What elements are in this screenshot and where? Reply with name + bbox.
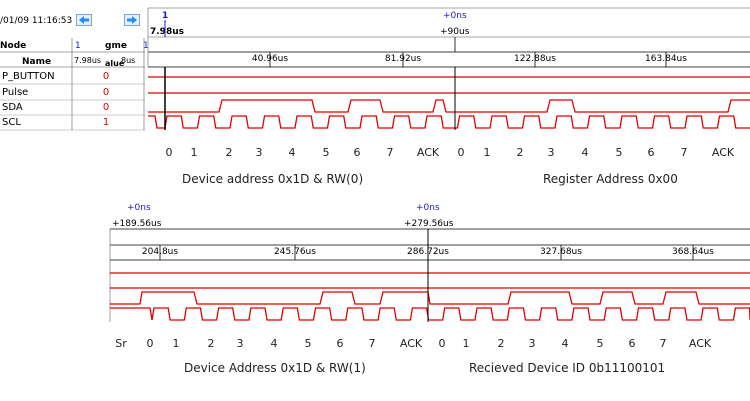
bit-label: 1 [483,146,491,159]
signal-name[interactable]: SCL [2,117,21,128]
cursor-a-time: +189.56us [112,219,162,229]
bit-label: 1 [462,337,470,350]
bit-label: 7 [368,337,376,350]
caption-device-address-read: Device Address 0x1D & RW(1) [184,361,366,375]
caption-register-address: Register Address 0x00 [543,172,678,186]
bit-label: 4 [581,146,589,159]
bit-label: 3 [255,146,263,159]
sub-right-time: 8us [121,56,136,65]
cursor-a-offset: +0ns [127,203,151,213]
sub-left-time: 7.98us [74,56,102,65]
time-tick-label: 122.88us [514,54,556,64]
node-column-header: Node [0,41,27,51]
capture-timestamp: /01/09 11:16:53 [0,16,73,26]
arrow-right-icon[interactable] [122,13,142,27]
bit-label: ACK [399,337,423,350]
sda-trace [148,99,750,113]
bit-label: 5 [304,337,312,350]
bit-label: Sr [115,337,127,350]
marker-label: 1 [162,11,169,21]
bit-label: 6 [647,146,655,159]
time-tick-label: 245.76us [274,247,316,257]
bit-label: 6 [336,337,344,350]
value-column-header: alue [105,59,125,68]
bit-label: 0 [457,146,465,159]
bit-label: 5 [615,146,623,159]
bit-label: ACK [688,337,712,350]
caption-device-address-write: Device address 0x1D & RW(0) [182,172,364,186]
signal-value: 0 [102,102,110,113]
bit-label: 2 [207,337,215,350]
bit-label: 0 [438,337,446,350]
marker-time: 7.98us [150,27,184,37]
bit-label: 7 [680,146,688,159]
signal-name[interactable]: Pulse [2,87,29,98]
time-tick-label: 327.68us [540,247,582,257]
name-column-header: Name [22,57,52,67]
gme-column-header: gme [105,41,127,51]
bit-label: 2 [497,337,505,350]
column-one-header: 1 [75,41,81,51]
arrow-left-icon[interactable] [74,13,94,27]
time-tick-label: 286.72us [407,247,449,257]
cursor-time: +90us [440,27,470,37]
scl-trace-2 [110,307,750,321]
time-tick-label: 368.64us [672,247,714,257]
bit-label: 1 [172,337,180,350]
bit-label: 5 [596,337,604,350]
bit-label: 3 [236,337,244,350]
bit-label: ACK [416,146,440,159]
bit-label: 3 [547,146,555,159]
bit-label: 4 [288,146,296,159]
bit-label: 6 [628,337,636,350]
scl-trace [148,115,750,129]
signal-value: 0 [102,87,110,98]
bit-label: 7 [659,337,667,350]
bit-label: 0 [146,337,154,350]
cursor-b-offset: +0ns [416,203,440,213]
bit-label: 4 [270,337,278,350]
bit-label: 5 [322,146,330,159]
signal-name[interactable]: P_BUTTON [2,71,55,82]
signal-value: 0 [102,71,110,82]
time-tick-label: 204.8us [141,247,179,257]
bit-label: 7 [386,146,394,159]
sda-trace-2 [110,291,750,305]
bit-label: 2 [516,146,524,159]
time-tick-label: 81.92us [384,54,422,64]
bit-label: 1 [190,146,198,159]
bit-label: 6 [353,146,361,159]
cursor-b-time: +279.56us [404,219,454,229]
time-tick-label: 40.96us [251,54,289,64]
signal-value: 1 [102,117,110,128]
caption-received-device-id: Recieved Device ID 0b11100101 [469,361,666,375]
bit-label: ACK [711,146,735,159]
bit-label: 2 [225,146,233,159]
bit-label: 4 [561,337,569,350]
column-mark: 1 [143,41,149,51]
bit-label: 3 [528,337,536,350]
time-tick-label: 163.84us [645,54,687,64]
cursor-offset: +0ns [443,11,467,21]
bit-label: 0 [165,146,173,159]
signal-name[interactable]: SDA [2,102,23,113]
